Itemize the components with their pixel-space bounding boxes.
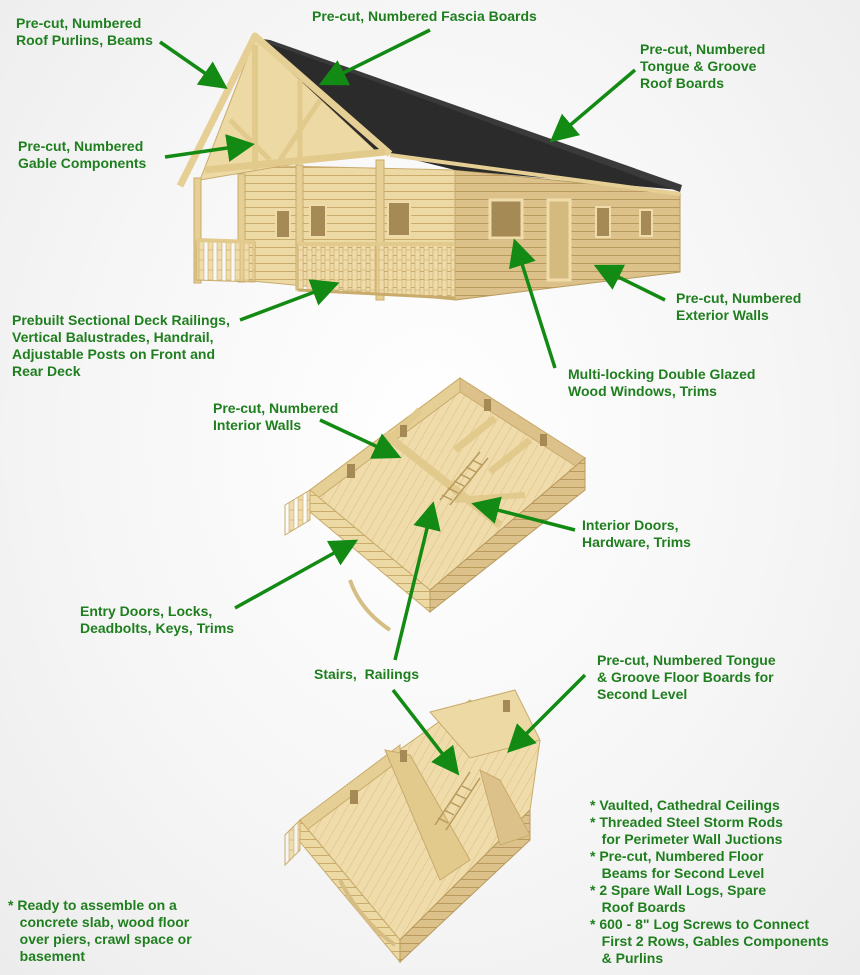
note-foundation: * Ready to assemble on a concrete slab, … bbox=[8, 897, 192, 964]
arrow-windows bbox=[509, 238, 557, 369]
label-entry-doors: Entry Doors, Locks, Deadbolts, Keys, Tri… bbox=[80, 603, 235, 636]
label-fascia-boards: Pre-cut, Numbered Fascia Boards bbox=[312, 8, 537, 24]
label-roof-purlins: Pre-cut, Numbered Roof Purlins, Beams bbox=[16, 15, 153, 48]
arrow-exterior-walls bbox=[593, 264, 666, 302]
note-spare-logs: * 2 Spare Wall Logs, Spare Roof Boards bbox=[590, 882, 767, 915]
cabin-exterior bbox=[176, 32, 682, 301]
label-gable-components: Pre-cut, Numbered Gable Components bbox=[18, 138, 147, 171]
feature-notes: * Vaulted, Cathedral Ceilings * Threaded… bbox=[590, 797, 829, 967]
arrow-interior-walls bbox=[319, 418, 402, 459]
note-storm-rods: * Threaded Steel Storm Rods for Perimete… bbox=[590, 814, 783, 847]
foundation-note: * Ready to assemble on a concrete slab, … bbox=[8, 897, 192, 965]
note-log-screws: * 600 - 8" Log Screws to Connect First 2… bbox=[590, 916, 829, 966]
label-floor-boards: Pre-cut, Numbered Tongue & Groove Floor … bbox=[597, 652, 776, 702]
label-stairs-railings: Stairs, Railings bbox=[314, 666, 420, 682]
note-floor-beams: * Pre-cut, Numbered Floor Beams for Seco… bbox=[590, 848, 765, 881]
arrow-fascia bbox=[318, 28, 431, 86]
label-interior-walls: Pre-cut, Numbered Interior Walls bbox=[213, 400, 339, 433]
arrow-tongue-groove-roof bbox=[549, 68, 637, 143]
callout-arrows bbox=[159, 28, 666, 776]
label-exterior-walls: Pre-cut, Numbered Exterior Walls bbox=[676, 290, 802, 323]
label-tongue-groove-roof-boards: Pre-cut, Numbered Tongue & Groove Roof B… bbox=[640, 41, 766, 91]
label-windows: Multi-locking Double Glazed Wood Windows… bbox=[568, 366, 756, 399]
note-vaulted-ceilings: * Vaulted, Cathedral Ceilings bbox=[590, 797, 780, 813]
arrow-deck-railings bbox=[239, 279, 340, 322]
arrow-entry-doors bbox=[234, 539, 359, 610]
arrow-interior-doors bbox=[471, 496, 576, 532]
label-interior-doors: Interior Doors, Hardware, Trims bbox=[582, 517, 691, 550]
arrow-gable bbox=[164, 134, 255, 162]
arrow-stairs-upper bbox=[393, 501, 441, 661]
label-deck-railings: Prebuilt Sectional Deck Railings, Vertic… bbox=[12, 312, 230, 379]
arrow-roof-purlins bbox=[159, 40, 228, 89]
arrow-floor-boards bbox=[507, 673, 587, 753]
cabin-floor-plan-level-2 bbox=[284, 689, 541, 964]
arrow-stairs-lower bbox=[391, 688, 460, 776]
